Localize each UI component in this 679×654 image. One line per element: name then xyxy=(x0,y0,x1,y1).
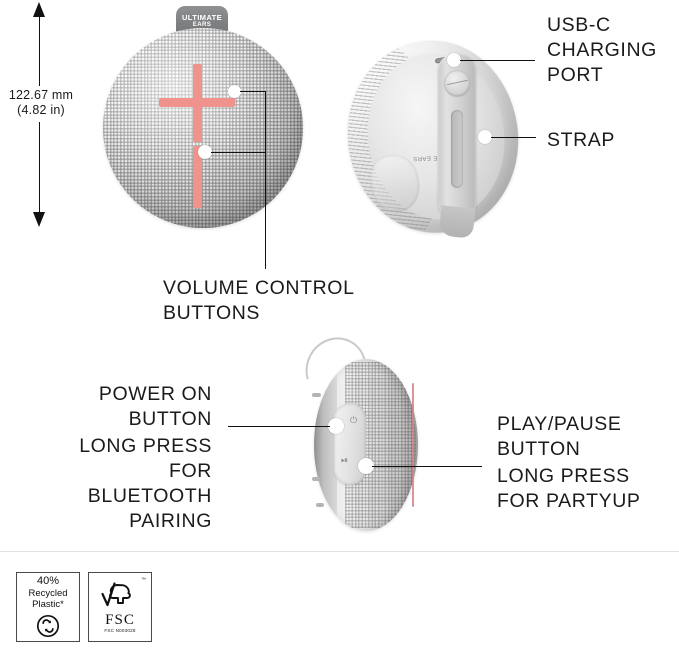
recycle-icon xyxy=(36,614,60,637)
leader-line-volume-vertical xyxy=(265,91,267,269)
callout-dot-power-button xyxy=(328,418,344,434)
dimension-line-lower xyxy=(38,122,41,212)
fsc-tree-icon xyxy=(101,581,131,606)
fsc-code: FSC N003028 xyxy=(104,627,136,633)
play-pause-glyph-icon: ⏯ xyxy=(341,455,350,465)
leader-line-volume-down xyxy=(211,152,266,154)
dimension-label: 122.67 mm (4.82 in) xyxy=(8,88,74,117)
callout-dot-volume-down xyxy=(198,145,212,159)
side-button-pill[interactable]: ⏻ ⏯ xyxy=(334,403,366,485)
leader-line-play-pause-button xyxy=(372,466,482,468)
side-tick-upper xyxy=(312,393,321,397)
speaker-back-view: ULTIMATE EARS xyxy=(335,30,531,244)
callout-bluetooth-pairing: LONG PRESS FOR BLUETOOTH PAIRING xyxy=(79,435,212,532)
side-tick-lower xyxy=(312,477,321,481)
callout-power-on-button: POWER ON BUTTON xyxy=(98,383,212,430)
callout-dot-volume-up xyxy=(228,85,241,98)
dimension-line-upper xyxy=(38,16,41,86)
fsc-mark: FSC xyxy=(105,611,135,628)
side-tick-bottom xyxy=(316,503,324,507)
dimension-arrow-down-icon xyxy=(33,212,45,227)
callout-dot-play-pause-button xyxy=(358,458,374,474)
speaker-side-view: ⏻ ⏯ xyxy=(294,326,430,535)
strap-slot xyxy=(451,110,463,188)
recycled-percent: 40% xyxy=(36,575,60,588)
badge-fsc: ™ FSC FSC N003028 xyxy=(88,572,152,642)
speaker-side-edge xyxy=(314,359,337,531)
power-glyph-icon: ⏻ xyxy=(350,415,359,425)
fsc-trademark: ™ xyxy=(141,577,146,583)
dimension-arrow-up-icon xyxy=(33,2,45,17)
strap-tail xyxy=(438,205,476,239)
callout-dot-strap xyxy=(478,130,492,144)
callout-dot-usb-port xyxy=(447,53,461,67)
speaker-side-body xyxy=(314,359,418,531)
callout-play-pause-button: PLAY/PAUSE BUTTON xyxy=(497,413,622,460)
volume-up-button-horizontal[interactable] xyxy=(159,98,235,107)
speaker-front-view: ULTIMATE EARS xyxy=(100,6,306,252)
recycled-word: Recycled xyxy=(28,587,68,599)
speaker-side-accent-line xyxy=(412,383,414,507)
speaker-front-shading xyxy=(103,28,303,228)
callout-volume-control: VOLUME CONTROL BUTTONS xyxy=(163,277,355,324)
volume-down-button[interactable] xyxy=(193,146,202,208)
footer-divider xyxy=(0,551,679,552)
callout-usb-c-charging-port: USB-C CHARGING PORT xyxy=(547,14,657,86)
strap-screw-knob xyxy=(444,70,470,96)
leader-line-volume-up xyxy=(240,91,266,93)
leader-line-power-button xyxy=(228,426,330,428)
leader-line-usb-port xyxy=(460,60,535,62)
callout-strap: STRAP xyxy=(547,129,616,151)
recycled-material: Plastic* xyxy=(32,599,64,611)
badge-recycled-plastic: 40% Recycled Plastic* xyxy=(16,572,80,642)
speaker-strap[interactable] xyxy=(438,54,476,214)
brand-line-2: EARS xyxy=(192,20,212,28)
leader-line-strap xyxy=(491,137,536,139)
brand-line-1: ULTIMATE xyxy=(181,12,223,22)
callout-partyup: LONG PRESS FOR PARTYUP xyxy=(497,465,641,512)
speaker-front-body xyxy=(103,28,303,228)
